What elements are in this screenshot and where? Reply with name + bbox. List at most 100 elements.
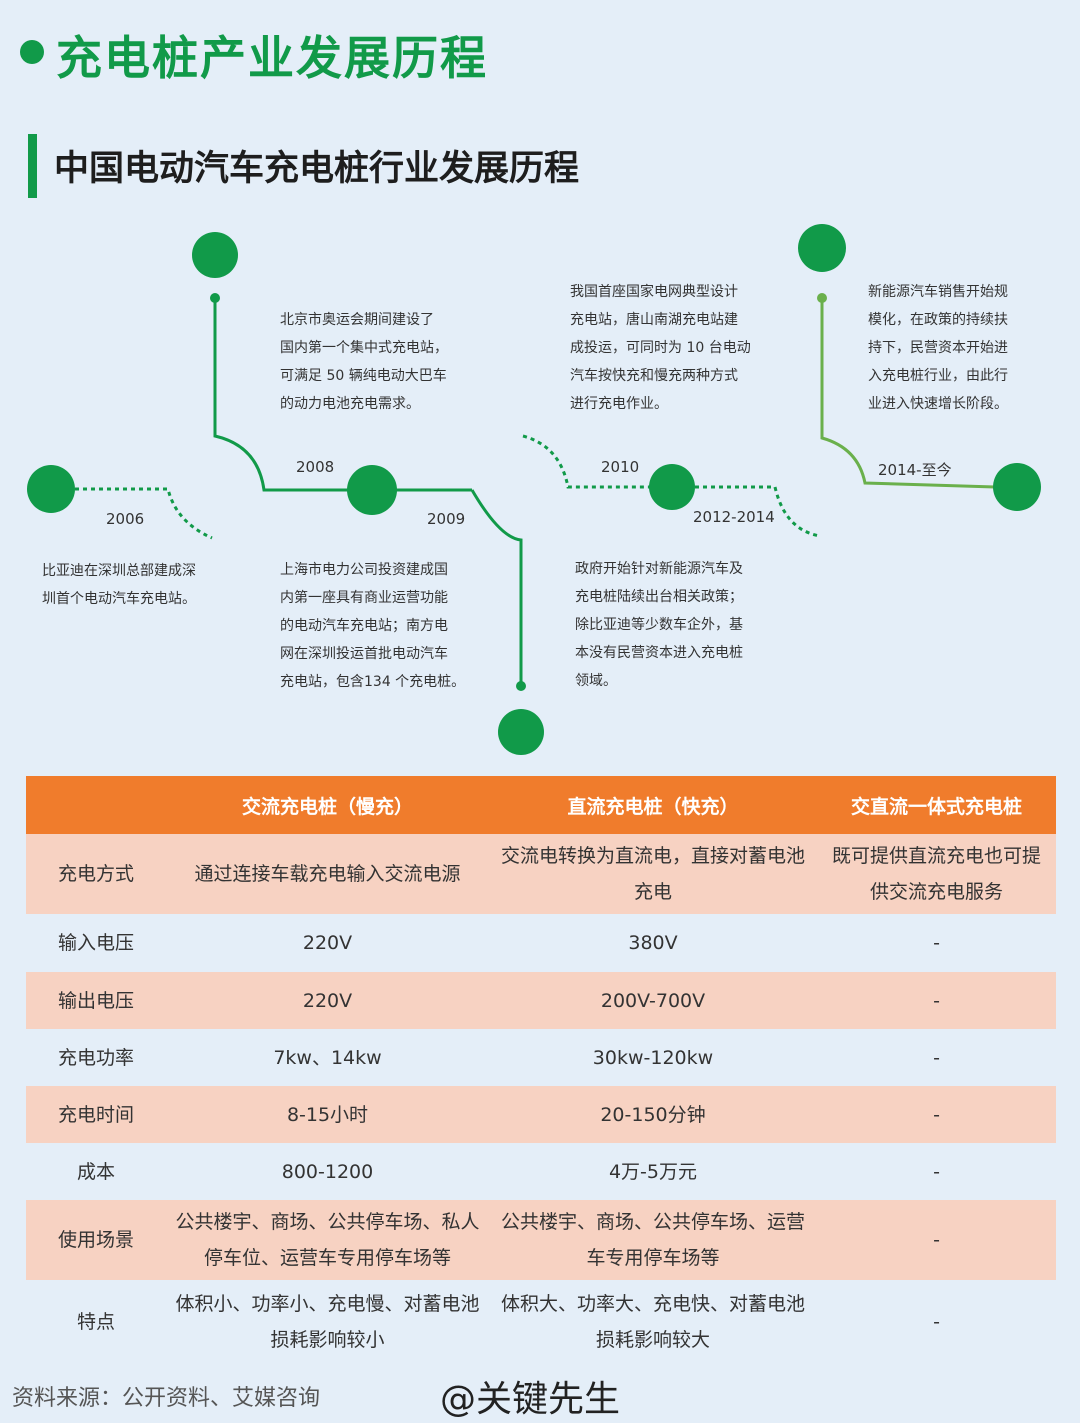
table-row: 成本 800-1200 4万-5万元 - <box>26 1143 1056 1200</box>
table-cell: 输出电压 <box>26 972 166 1029</box>
table-row: 使用场景 公共楼宇、商场、公共停车场、私人停车位、运营车专用停车场等 公共楼宇、… <box>26 1200 1056 1280</box>
timeline-diagram <box>27 224 1041 755</box>
table-row: 充电时间 8-15小时 20-150分钟 - <box>26 1086 1056 1143</box>
desc-2009: 上海市电力公司投资建成国 内第一座具有商业运营功能 的电动汽车充电站；南方电 网… <box>280 556 465 696</box>
table-cell: 220V <box>166 972 489 1029</box>
table-row: 输入电压 220V 380V - <box>26 914 1056 972</box>
table-cell: - <box>817 1086 1056 1143</box>
desc-line: 我国首座国家电网典型设计 <box>570 284 738 300</box>
desc-line: 持下，民营资本开始进 <box>868 340 1008 356</box>
desc-line: 充电桩陆续出台相关政策； <box>575 589 743 605</box>
table-cell: 200V-700V <box>489 972 817 1029</box>
table-header-row: 交流充电桩（慢充） 直流充电桩（快充） 交直流一体式充电桩 <box>26 776 1056 834</box>
year-label-2008: 2008 <box>296 458 335 476</box>
table-cell: 成本 <box>76 1160 115 1183</box>
table-cell: 充电方式 <box>26 834 166 914</box>
table-cell: - <box>933 932 940 954</box>
connector-2008 <box>213 298 472 492</box>
table-header-cell: 交直流一体式充电桩 <box>817 776 1056 834</box>
table-cell: 公共楼宇、商场、公共停车场、运营车专用停车场等 <box>489 1200 817 1280</box>
table-cell: 公共楼宇、商场、公共停车场、私人停车位、运营车专用停车场等 <box>166 1200 489 1280</box>
table-cell: 输入电压 <box>57 932 134 954</box>
table-cell: - <box>933 1160 940 1183</box>
desc-line: 进行充电作业。 <box>570 396 668 412</box>
endpoint-dot <box>516 681 526 691</box>
desc-line: 新能源汽车销售开始规 <box>868 284 1008 300</box>
table-cell: 20-150分钟 <box>489 1086 817 1143</box>
table-cell: - <box>933 1311 940 1333</box>
section-subtitle: 中国电动汽车充电桩行业发展历程 <box>54 149 580 189</box>
desc-line: 本没有民营资本进入充电桩 <box>575 645 743 661</box>
desc-line: 可满足 50 辆纯电动大巴车 <box>280 368 447 384</box>
desc-line: 除比亚迪等少数车企外，基 <box>575 617 743 633</box>
desc-line: 模化，在政策的持续扶 <box>868 312 1008 328</box>
desc-line: 入充电桩行业，由此行 <box>868 368 1008 384</box>
desc-2014-now: 新能源汽车销售开始规 模化，在政策的持续扶 持下，民营资本开始进 入充电桩行业，… <box>868 278 1008 418</box>
table-cell: - <box>933 1046 940 1069</box>
comparison-table: 交流充电桩（慢充） 直流充电桩（快充） 交直流一体式充电桩 充电方式 通过连接车… <box>26 776 1056 1364</box>
table-cell: 380V <box>628 932 678 954</box>
node-circle <box>192 232 238 278</box>
table-cell: - <box>817 1200 1056 1280</box>
table-cell: 30kw-120kw <box>592 1046 714 1069</box>
node-circle <box>798 224 846 272</box>
year-label-2006: 2006 <box>106 510 145 528</box>
year-label-2014-now: 2014-至今 <box>878 461 952 479</box>
page-title: 充电桩产业发展历程 <box>56 31 488 85</box>
desc-line: 内第一座具有商业运营功能 <box>280 590 448 606</box>
table-row: 充电功率 7kw、14kw 30kw-120kw - <box>26 1029 1056 1086</box>
table-cell: 体积大、功率大、充电快、对蓄电池损耗影响较大 <box>500 1293 805 1351</box>
source-note: 资料来源：公开资料、艾媒咨询 <box>12 1386 321 1411</box>
desc-2012-2014: 政府开始针对新能源汽车及 充电桩陆续出台相关政策； 除比亚迪等少数车企外，基 本… <box>575 555 743 695</box>
table-cell: 使用场景 <box>26 1200 166 1280</box>
connector-2014 <box>820 298 996 489</box>
desc-line: 充电站，唐山南湖充电站建 <box>570 312 738 328</box>
table-cell: 既可提供直流充电也可提供交流充电服务 <box>817 834 1056 914</box>
connector-2009 <box>470 489 523 686</box>
table-cell: 体积小、功率小、充电慢、对蓄电池损耗影响较小 <box>175 1293 480 1351</box>
endpoint-dot <box>210 293 220 303</box>
table-cell: 4万-5万元 <box>608 1160 698 1183</box>
table-cell: 充电时间 <box>26 1086 166 1143</box>
desc-line: 业进入快速增长阶段。 <box>868 396 1008 412</box>
node-circle <box>649 464 695 510</box>
desc-line: 比亚迪在深圳总部建成深 <box>42 563 196 579</box>
table-cell: 800-1200 <box>281 1160 374 1183</box>
node-circle <box>27 465 75 513</box>
table-cell: 7kw、14kw <box>273 1046 382 1069</box>
year-label-2012-2014: 2012-2014 <box>693 508 775 526</box>
node-circle <box>347 465 397 515</box>
desc-2006: 比亚迪在深圳总部建成深 圳首个电动汽车充电站。 <box>42 557 196 613</box>
desc-2010: 我国首座国家电网典型设计 充电站，唐山南湖充电站建 成投运，可同时为 10 台电… <box>570 278 751 418</box>
table-cell: 充电功率 <box>57 1046 134 1069</box>
subtitle-bar <box>28 134 37 198</box>
desc-line: 政府开始针对新能源汽车及 <box>575 561 743 577</box>
table-cell: 交流电转换为直流电，直接对蓄电池充电 <box>489 834 817 914</box>
year-label-2009: 2009 <box>427 510 466 528</box>
node-circle <box>993 463 1041 511</box>
desc-line: 国内第一个集中式充电站， <box>280 340 448 356</box>
desc-2008: 北京市奥运会期间建设了 国内第一个集中式充电站， 可满足 50 辆纯电动大巴车 … <box>280 306 448 418</box>
node-circle <box>498 709 544 755</box>
desc-line: 上海市电力公司投资建成国 <box>280 562 448 578</box>
desc-line: 充电站，包含134 个充电桩。 <box>280 674 466 690</box>
connector-2012 <box>695 485 821 538</box>
desc-line: 北京市奥运会期间建设了 <box>280 312 434 328</box>
table-row: 充电方式 通过连接车载充电输入交流电源 交流电转换为直流电，直接对蓄电池充电 既… <box>26 834 1056 914</box>
table-header-cell: 交流充电桩（慢充） <box>166 776 489 834</box>
table-row: 特点 体积小、功率小、充电慢、对蓄电池损耗影响较小 体积大、功率大、充电快、对蓄… <box>26 1280 1056 1364</box>
desc-line: 汽车按快充和慢充两种方式 <box>570 368 738 384</box>
table-cell: 8-15小时 <box>166 1086 489 1143</box>
desc-line: 的电动汽车充电站；南方电 <box>280 618 448 634</box>
table-cell: 通过连接车载充电输入交流电源 <box>166 834 489 914</box>
author-handle: @关键先生 <box>440 1379 621 1420</box>
endpoint-dot <box>817 293 827 303</box>
table-cell: - <box>817 972 1056 1029</box>
table-row: 输出电压 220V 200V-700V - <box>26 972 1056 1029</box>
connector-2010 <box>522 434 650 489</box>
desc-line: 成投运，可同时为 10 台电动 <box>570 340 751 356</box>
desc-line: 网在深圳投运首批电动汽车 <box>280 646 448 662</box>
table-header-cell <box>26 776 166 834</box>
title-bullet-icon <box>20 40 44 64</box>
year-label-2010: 2010 <box>601 458 640 476</box>
